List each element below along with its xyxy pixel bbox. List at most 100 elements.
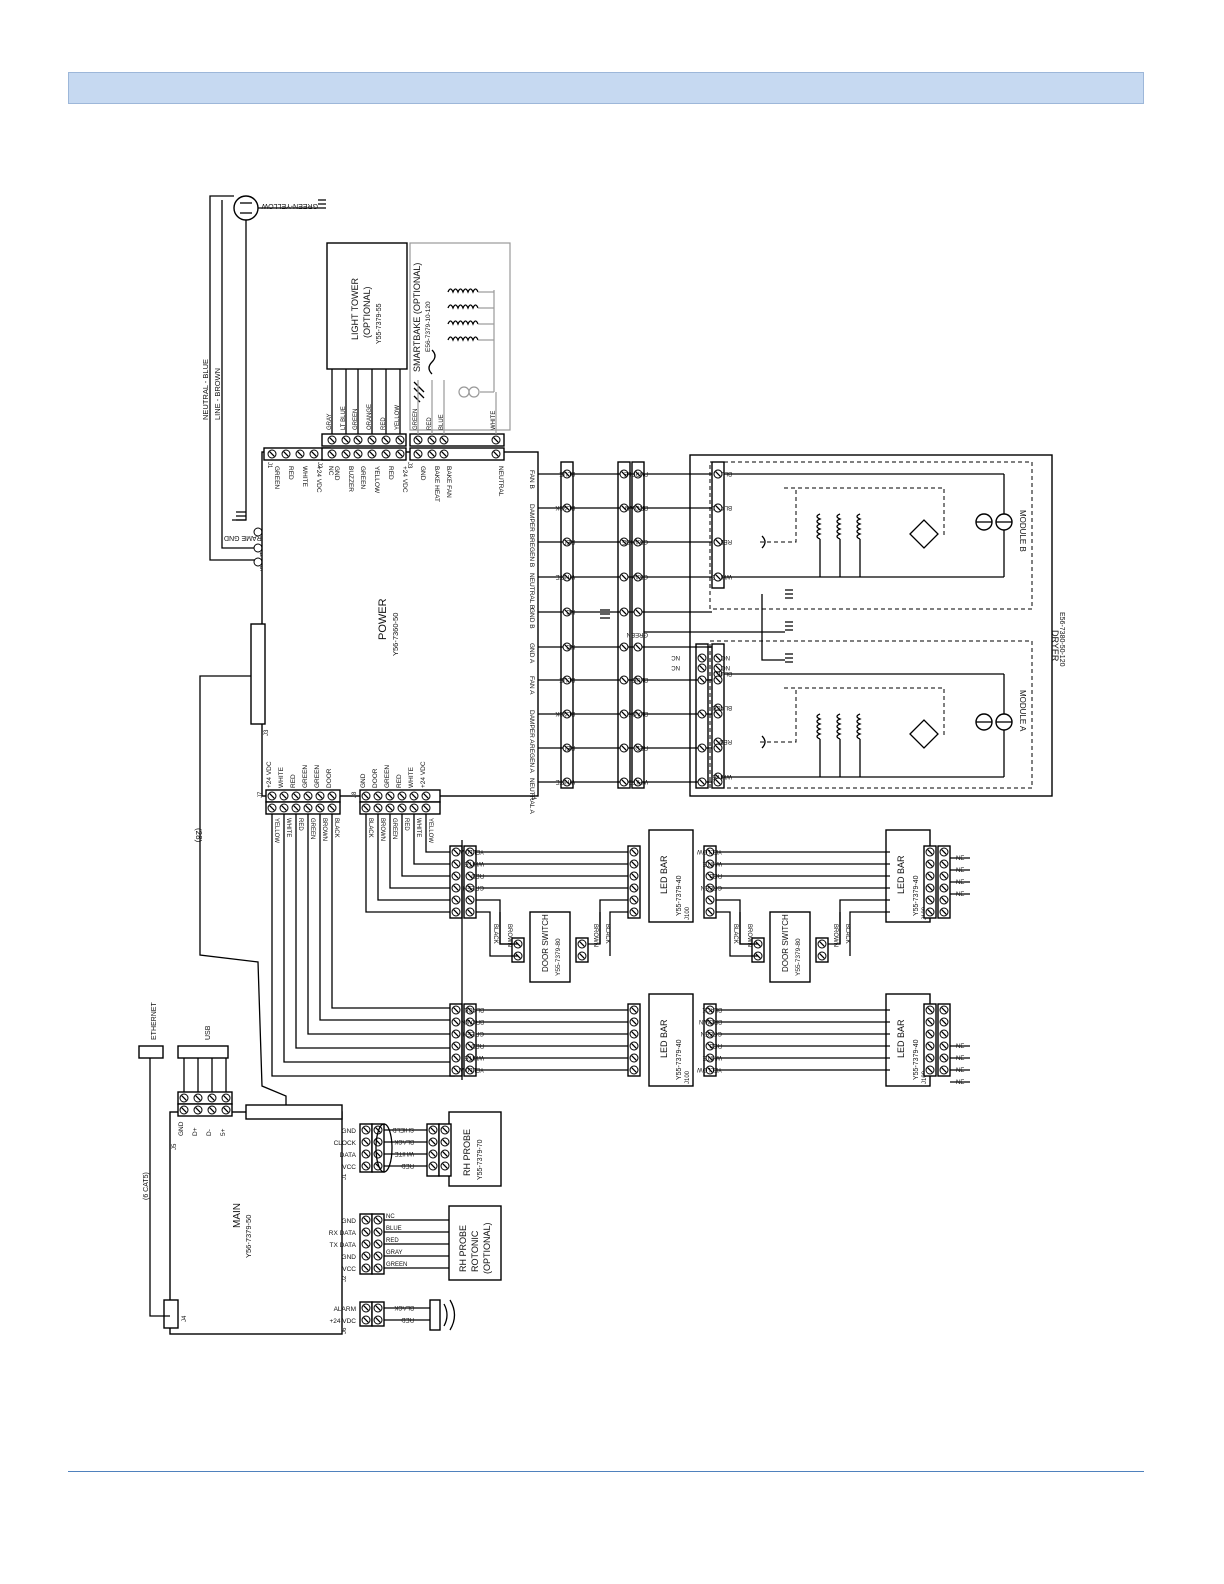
wire-label: RED [386,1238,399,1244]
wire-label: WHITE [703,860,722,866]
pin-label: NE [956,1068,964,1074]
pin-label: GND [342,1254,357,1261]
terminal-screw [564,609,570,615]
terminal-screw [927,873,933,879]
wire-label: NC [671,654,680,660]
wire-label: NC [721,664,730,670]
terminal-screw [631,1043,637,1049]
main-j4-label: J4 [182,1315,188,1322]
wire [413,814,455,865]
led-bar-title: LED BAR [659,1019,669,1058]
terminal-screw [453,1007,459,1013]
wire [716,911,758,957]
terminal-screw [399,805,405,811]
pin-label: GND [360,773,367,788]
terminal-screw [423,805,429,811]
terminal-screw [635,677,641,683]
wire-label: BLACK [464,1006,484,1012]
wire-label: NC [566,608,575,614]
terminal-screw [707,1031,713,1037]
led-bar-part: Y55-7379-40 [913,875,920,916]
pin-label: YELLOW [373,466,380,494]
connector-label: J5 [172,1143,178,1150]
terminal-screw [715,779,721,785]
wire-label: WHITE [285,818,291,837]
terminal-screw [442,1151,448,1157]
terminal-screw [181,1107,187,1113]
wire-label: GREEN [309,818,315,839]
terminal-screw [423,793,429,799]
terminal-screw [305,805,311,811]
terminal-screw [383,451,389,457]
pin-label: 5+ [220,1128,227,1136]
terminal-screw [415,451,421,457]
main-board-title: MAIN [232,1203,243,1228]
pin-label: BAKE FAN [445,466,452,498]
dryer-title: DRYER [1050,630,1060,662]
terminal-screw [715,711,721,717]
terminal-screw [430,1151,436,1157]
wire [377,814,455,901]
buzzer-icon [429,1299,441,1331]
terminal-screw [621,574,627,580]
main-j4-connector [163,1299,179,1329]
terminal-screw [819,953,825,959]
pin-label: REGEN A [528,744,535,774]
pin-label: GREEN [314,765,321,788]
pin-label: GND [178,1121,185,1136]
led-bar-part: Y55-7379-40 [913,1039,920,1080]
terminal-screw [209,1107,215,1113]
terminal-screw [564,539,570,545]
wire-label: RED [562,538,575,544]
terminal-screw [317,805,323,811]
terminal-screw [375,1265,381,1271]
bake-fan-icon [458,386,470,398]
rotronic-optional: (OPTIONAL) [482,1222,492,1274]
wire-label: GREEN [463,884,484,890]
terminal-screw [375,1241,381,1247]
terminal-screw [467,1019,473,1025]
wire-label: BROWN [461,1018,484,1024]
wire [849,911,890,956]
terminal-screw [927,1067,933,1073]
terminal-strip [703,1003,717,1077]
terminal-screw [699,745,705,751]
terminal-screw [453,861,459,867]
terminal-screw [927,849,933,855]
rh-probe-title: RH PROBE [462,1129,472,1176]
pin-label: GND [419,466,426,481]
terminal-screw [223,1107,229,1113]
terminal-screw [715,505,721,511]
terminal-screw [269,451,275,457]
terminal-screw [467,885,473,891]
cable-28-label: (28) [194,828,203,843]
terminal-screw [375,1317,381,1323]
terminal-screw [707,897,713,903]
wire-label: GRAY [327,413,333,430]
wire [271,814,455,1077]
terminal-screw [467,849,473,855]
terminal-screw [363,793,369,799]
terminal-screw [715,665,721,671]
terminal-screw [305,793,311,799]
terminal-strip [923,1003,937,1077]
ground-icon [600,609,610,619]
wire-label: GREEN [391,818,397,839]
led-bar-part: Y55-7379-40 [676,875,683,916]
terminal-screw [363,1241,369,1247]
terminal-screw [493,451,499,457]
wire-label: BLACK [702,1006,722,1012]
pin-label: GND [342,1128,357,1135]
wire-label: BLACK [555,504,575,510]
wire-label: BLUE [632,676,648,682]
terminal-screw [399,793,405,799]
pin-label: NE [956,1056,964,1062]
pin-label: RED [396,774,403,788]
terminal-strip [627,1003,641,1077]
wire-label: WHITE [491,411,497,430]
rh-probe-rotronic: RH PROBE ROTONIC (OPTIONAL) [448,1205,502,1281]
terminal-screw [707,1055,713,1061]
pin-label: +24 VDC [420,761,427,788]
terminal-screw [927,1055,933,1061]
terminal-screw [453,885,459,891]
